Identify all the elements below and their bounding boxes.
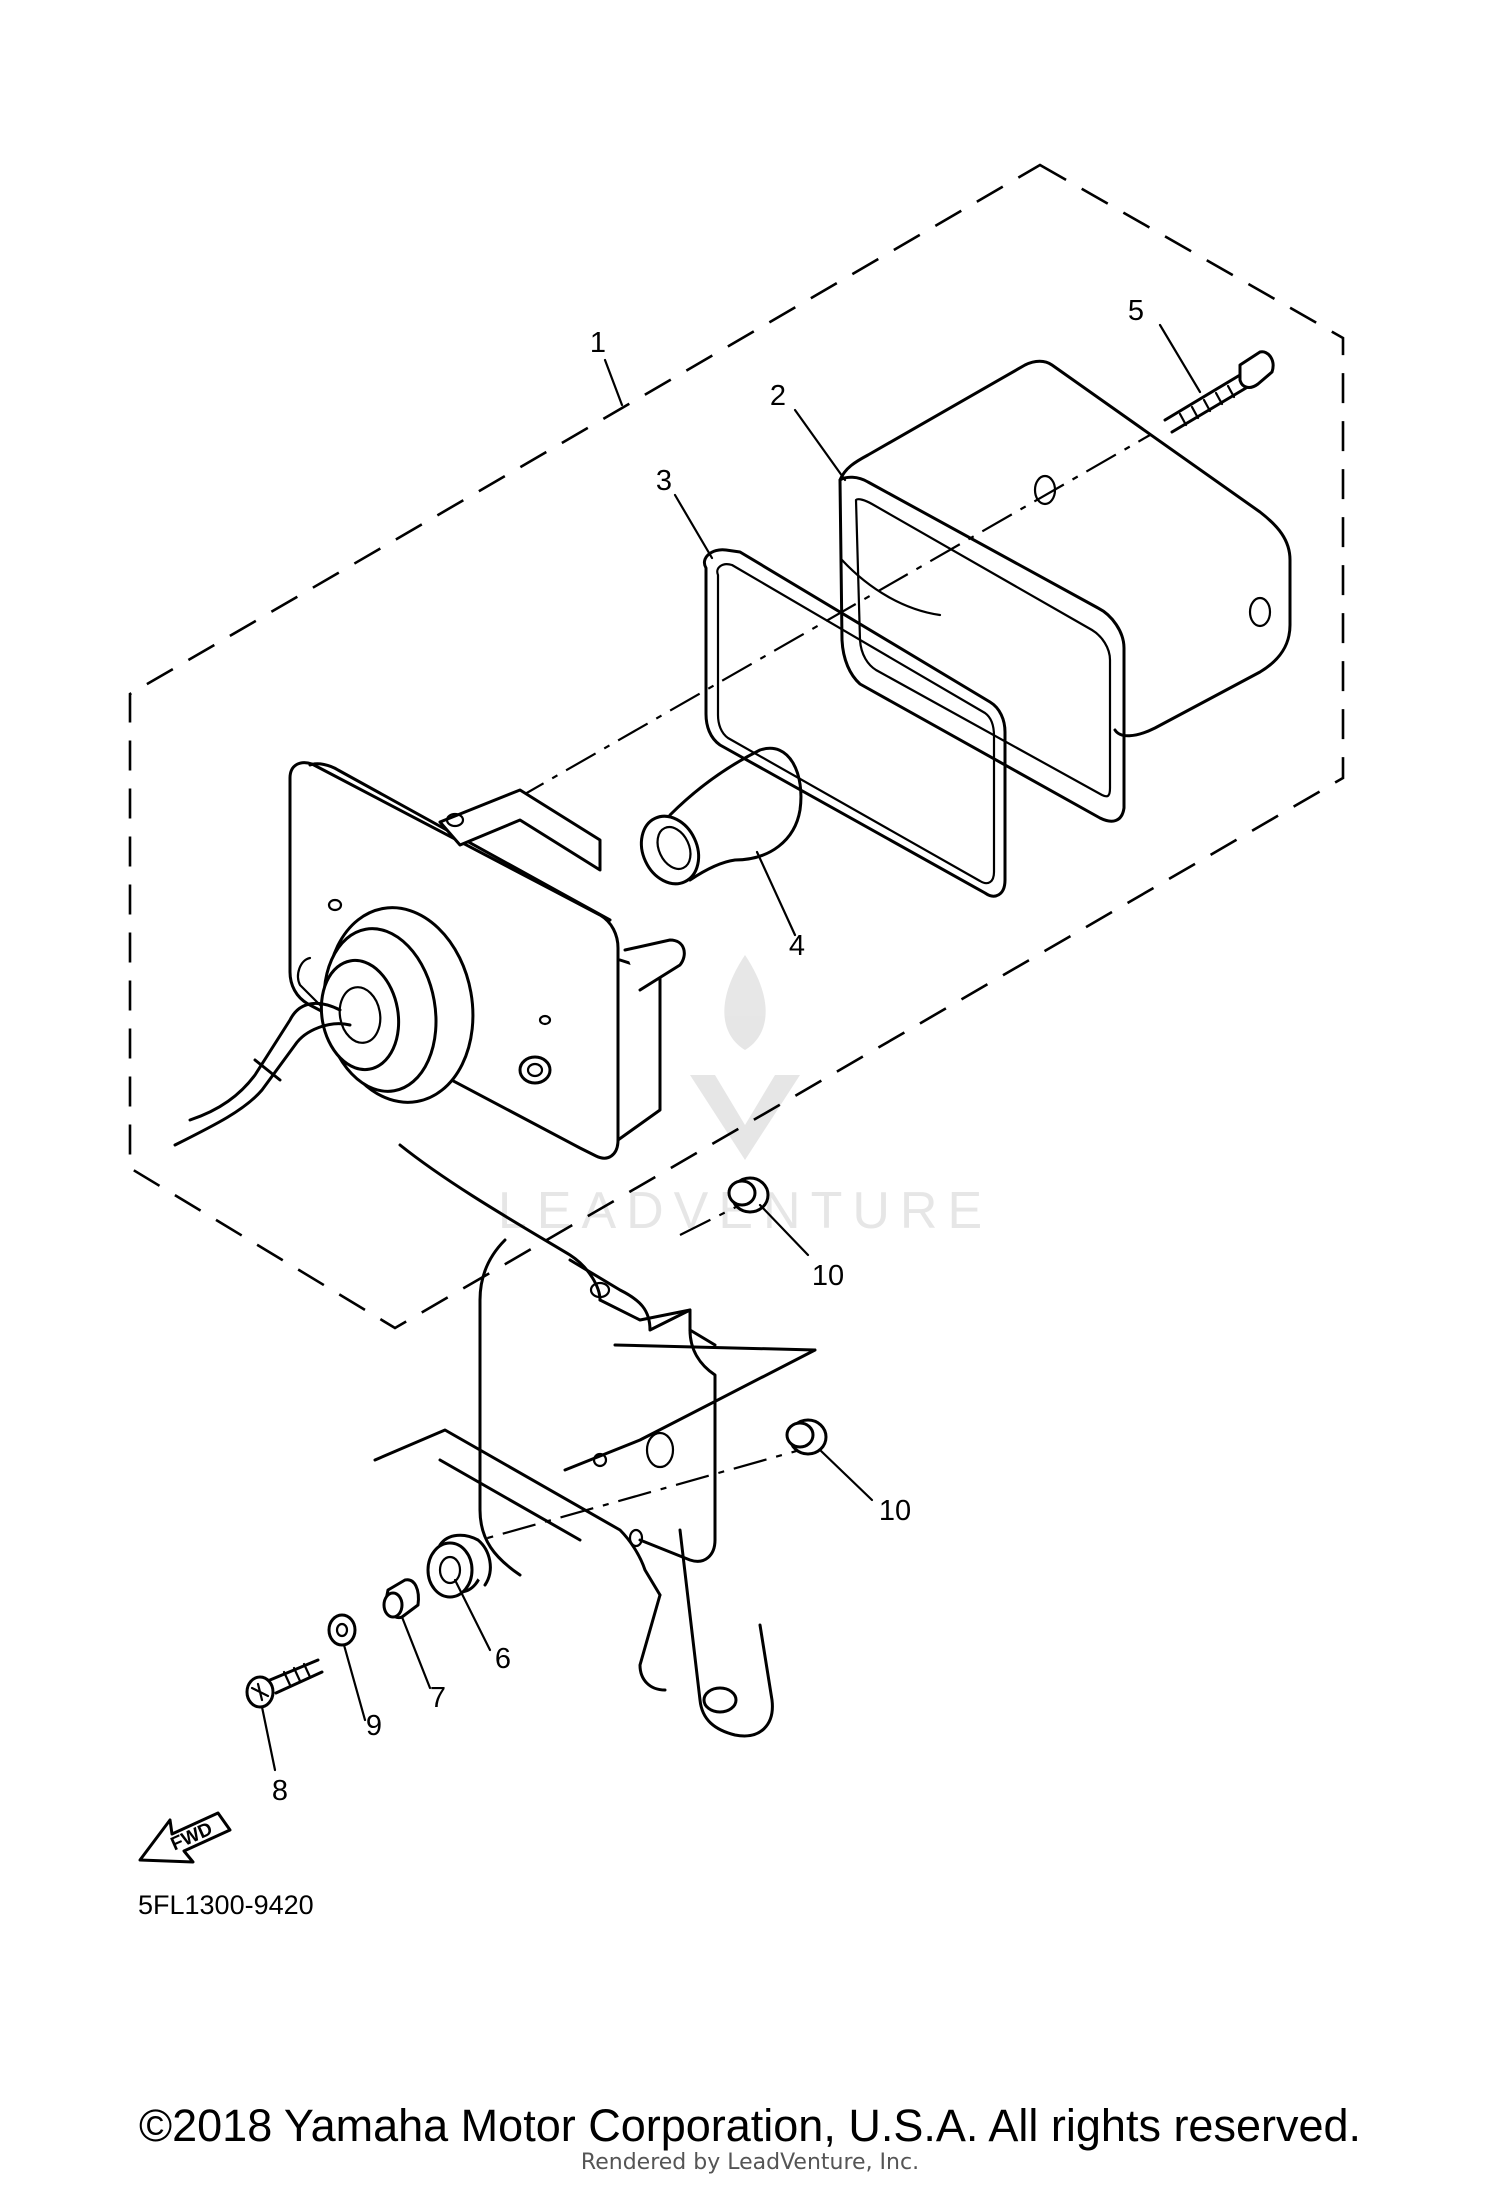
callout-2: 2: [770, 380, 786, 412]
callout-10-lower: 10: [879, 1495, 911, 1527]
callout-6: 6: [495, 1643, 511, 1675]
callout-9: 9: [366, 1710, 382, 1742]
collar-part: [382, 1578, 420, 1620]
callout-7: 7: [430, 1682, 446, 1714]
callout-5: 5: [1128, 295, 1144, 327]
fwd-arrow-icon: FWD: [138, 1811, 232, 1864]
callout-10-upper: 10: [812, 1260, 844, 1292]
leader-lines: [260, 323, 1202, 1772]
nut-10-lower-part: [785, 1418, 828, 1456]
copyright-notice: ©2018 Yamaha Motor Corporation, U.S.A. A…: [138, 2100, 1362, 2151]
lens-part: [838, 359, 1292, 823]
gasket-part: [703, 548, 1007, 898]
mounting-bracket-part: [373, 1143, 817, 1738]
screw-8-part: [245, 1658, 324, 1709]
base-housing-part: [173, 761, 686, 1160]
center-axis-line: [409, 434, 1151, 861]
bulb-part: [639, 746, 803, 886]
washer-part: [327, 1613, 357, 1647]
grommet-part: [426, 1533, 492, 1599]
nut-10-upper-part: [727, 1176, 770, 1214]
assembly-boundary: [128, 163, 1345, 1330]
mount-axis-line-upper: [679, 1204, 741, 1236]
callout-3: 3: [656, 465, 672, 497]
callout-4: 4: [789, 930, 805, 962]
rendered-by-notice: Rendered by LeadVenture, Inc.: [580, 2150, 920, 2175]
diagram-code: 5FL1300-9420: [138, 1890, 314, 1920]
callout-8: 8: [272, 1775, 288, 1807]
mount-axis-line-lower: [444, 1448, 801, 1552]
callout-1: 1: [590, 327, 606, 359]
screw-5-part: [1163, 350, 1275, 434]
